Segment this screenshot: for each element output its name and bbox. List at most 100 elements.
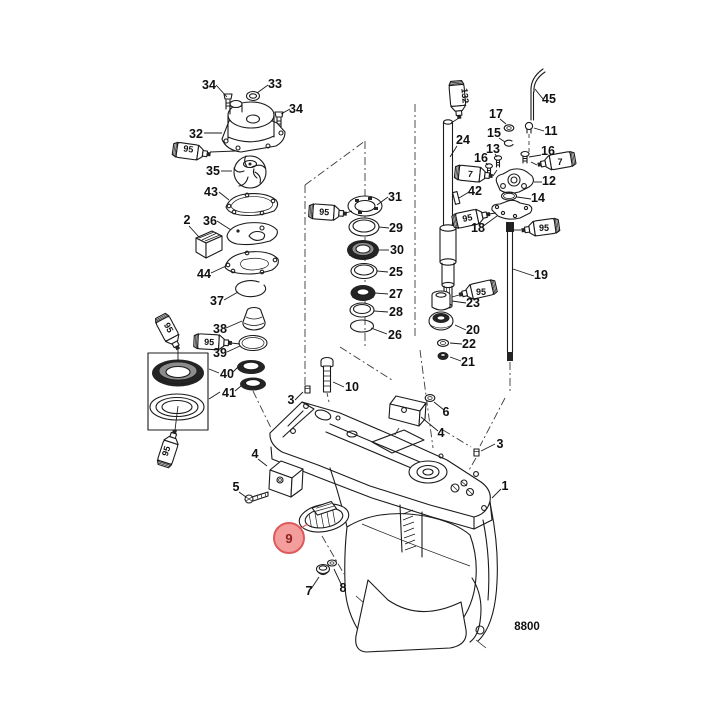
callout-13[interactable]: 13 bbox=[486, 142, 500, 156]
tube-95-label: 95 bbox=[539, 223, 549, 233]
callout-23[interactable]: 23 bbox=[466, 296, 480, 310]
tube-95-label: 95 bbox=[204, 337, 215, 348]
part-39-o-ring bbox=[238, 334, 268, 352]
callout-17[interactable]: 17 bbox=[489, 107, 503, 121]
callout-28[interactable]: 28 bbox=[389, 305, 403, 319]
callout-2[interactable]: 2 bbox=[184, 213, 191, 227]
callout-21[interactable]: 21 bbox=[461, 355, 475, 369]
tube-95-pump-cover: 95 bbox=[171, 141, 213, 163]
part-19-shift-shaft bbox=[506, 222, 514, 361]
highlight-number: 9 bbox=[285, 531, 292, 546]
part-44-gasket bbox=[224, 250, 279, 275]
callout-labels: 34 33 34 32 35 43 2 36 44 37 38 39 40 41… bbox=[184, 77, 558, 598]
tube-95-box-top: 95 bbox=[153, 311, 186, 354]
callout-20[interactable]: 20 bbox=[466, 323, 480, 337]
callout-29[interactable]: 29 bbox=[389, 221, 403, 235]
part-32-water-pump-cover bbox=[221, 99, 286, 153]
callout-32[interactable]: 32 bbox=[189, 127, 203, 141]
part-34-bolt-top bbox=[223, 93, 233, 110]
callout-12[interactable]: 12 bbox=[542, 174, 556, 188]
callout-8[interactable]: 8 bbox=[340, 581, 347, 595]
callout-6[interactable]: 6 bbox=[443, 405, 450, 419]
callout-7[interactable]: 7 bbox=[306, 584, 313, 598]
part-33-grommet bbox=[245, 90, 261, 102]
callout-36[interactable]: 36 bbox=[203, 214, 217, 228]
part-22-washer bbox=[436, 339, 450, 347]
callout-15[interactable]: 15 bbox=[487, 126, 501, 140]
callout-11[interactable]: 11 bbox=[544, 124, 557, 138]
callout-3-right[interactable]: 3 bbox=[497, 437, 504, 451]
callout-40[interactable]: 40 bbox=[220, 367, 234, 381]
tube-95-label: 95 bbox=[160, 445, 173, 458]
tube-7-label: 7 bbox=[467, 169, 473, 179]
part-25-ring bbox=[350, 262, 378, 280]
callout-45[interactable]: 45 bbox=[542, 92, 556, 106]
callout-24[interactable]: 24 bbox=[456, 133, 470, 147]
part-5-screw bbox=[244, 491, 269, 504]
callout-38[interactable]: 38 bbox=[213, 322, 227, 336]
part-15-clip bbox=[503, 139, 514, 147]
part-1-gear-housing bbox=[269, 401, 498, 653]
callout-42[interactable]: 42 bbox=[468, 184, 482, 198]
callout-4-right[interactable]: 4 bbox=[438, 426, 445, 440]
tube-95-label: 95 bbox=[461, 212, 473, 224]
part-8-washer bbox=[326, 559, 338, 567]
part-13-screw bbox=[493, 155, 503, 168]
callout-26[interactable]: 26 bbox=[388, 328, 402, 342]
callout-27[interactable]: 27 bbox=[389, 287, 403, 301]
callout-3-left[interactable]: 3 bbox=[288, 393, 295, 407]
part-4-anode-right bbox=[388, 395, 427, 427]
highlighted-callout-9[interactable]: 9 bbox=[273, 522, 309, 554]
tube-7-label: 7 bbox=[557, 157, 562, 167]
callout-31[interactable]: 31 bbox=[388, 190, 402, 204]
callout-25[interactable]: 25 bbox=[389, 265, 403, 279]
callout-37[interactable]: 37 bbox=[210, 294, 224, 308]
callout-33[interactable]: 33 bbox=[268, 77, 282, 91]
part-7-plug bbox=[315, 563, 331, 576]
callout-39[interactable]: 39 bbox=[213, 346, 227, 360]
part-14-o-ring bbox=[500, 191, 518, 201]
part-4-anode-left bbox=[268, 460, 304, 498]
callout-22[interactable]: 22 bbox=[462, 337, 476, 351]
part-29-ring bbox=[348, 217, 380, 237]
figure-code: 8800 bbox=[514, 621, 540, 633]
callout-44[interactable]: 44 bbox=[197, 267, 211, 281]
callout-34-top[interactable]: 34 bbox=[202, 78, 216, 92]
part-27-bearing bbox=[350, 285, 376, 301]
callout-43[interactable]: 43 bbox=[204, 185, 218, 199]
callout-35[interactable]: 35 bbox=[206, 164, 220, 178]
callout-16-right[interactable]: 16 bbox=[541, 144, 555, 158]
part-42-key bbox=[452, 191, 461, 205]
tube-95-label: 95 bbox=[162, 321, 176, 335]
tube-95-shift-shaft: 95 bbox=[519, 217, 561, 239]
callout-19[interactable]: 19 bbox=[534, 268, 548, 282]
tube-7-left: 7 bbox=[453, 164, 495, 185]
tube-95-oring-39: 95 bbox=[193, 333, 233, 352]
highlight-circle[interactable] bbox=[273, 522, 305, 554]
part-36-face-plate bbox=[226, 222, 278, 246]
tube-95-retainer-31: 95 bbox=[307, 203, 348, 222]
callout-34-right[interactable]: 34 bbox=[289, 102, 303, 116]
part-38-cone bbox=[242, 306, 266, 331]
part-12-pump-base bbox=[495, 168, 535, 194]
callout-30[interactable]: 30 bbox=[390, 243, 404, 257]
callout-41[interactable]: 41 bbox=[222, 386, 236, 400]
part-45-speedometer-tube bbox=[530, 68, 546, 121]
part-2-anode-block bbox=[195, 230, 223, 259]
bearing-seal-box bbox=[147, 352, 209, 431]
tube-95-gasket-18: 95 bbox=[450, 206, 493, 230]
callout-5[interactable]: 5 bbox=[233, 480, 240, 494]
part-43-gasket bbox=[225, 192, 279, 217]
callout-4-left[interactable]: 4 bbox=[252, 447, 259, 461]
tube-95-label: 95 bbox=[476, 287, 486, 297]
part-23-bushing bbox=[431, 290, 451, 311]
part-24-driveshaft bbox=[439, 119, 457, 309]
callout-16-left[interactable]: 16 bbox=[474, 151, 488, 165]
tube-7-right: 7 bbox=[535, 150, 577, 173]
callout-14[interactable]: 14 bbox=[531, 191, 545, 205]
callout-10[interactable]: 10 bbox=[345, 380, 359, 394]
callout-1[interactable]: 1 bbox=[502, 479, 509, 493]
callout-18[interactable]: 18 bbox=[471, 221, 485, 235]
